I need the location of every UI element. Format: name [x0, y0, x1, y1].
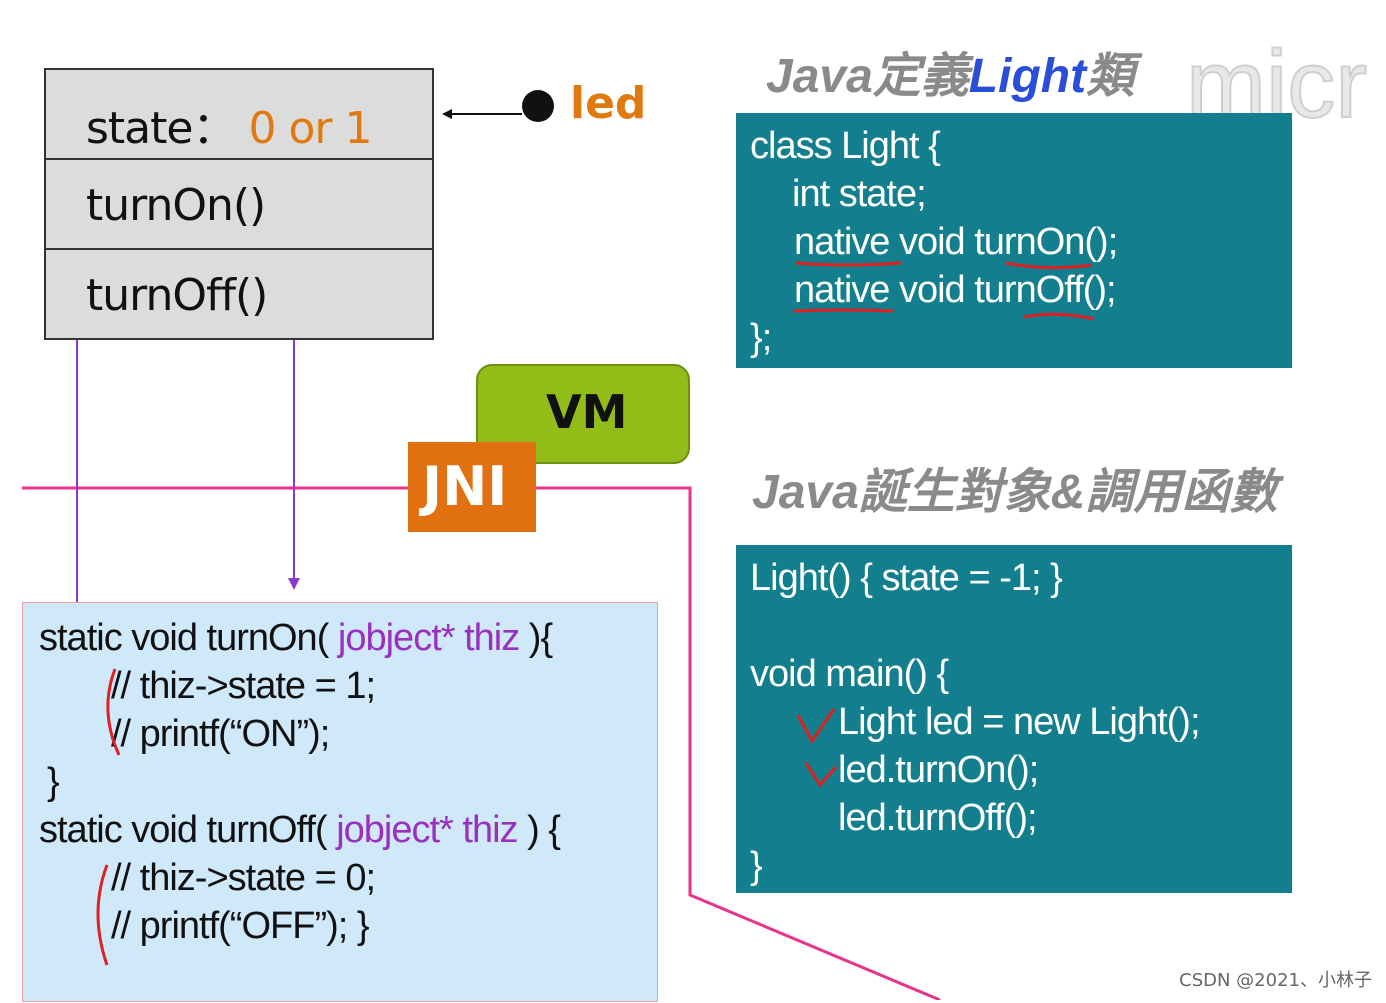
code-line: };	[750, 317, 772, 359]
led-label: led	[570, 78, 647, 129]
red-bracket-marks	[96, 668, 121, 966]
c-code-line: static void turnOn( jobject* thiz ){	[39, 617, 553, 659]
c-code-panel: static void turnOn( jobject* thiz ){ // …	[22, 602, 658, 1002]
code-line: Light() { state = -1; }	[750, 557, 1063, 599]
java-main-title: Java誕生對象&調用函數	[752, 466, 1278, 519]
uml-method-row-turnoff: turnOff()	[46, 250, 432, 338]
main-code-panel: Light() { state = -1; } void main() { Li…	[736, 545, 1292, 893]
c-code-line: }	[47, 761, 60, 803]
c-code-line: // printf(“OFF”); }	[111, 905, 370, 947]
method-turnon: turnOn()	[86, 180, 266, 231]
uml-state-row: state： 0 or 1	[46, 70, 432, 160]
c-code-line: // thiz->state = 1;	[111, 665, 376, 707]
led-pointer-arrowhead	[442, 109, 452, 119]
c-code-line: static void turnOff( jobject* thiz ) {	[39, 809, 561, 851]
code-line: native void turnOn();	[794, 221, 1118, 263]
red-check-marks	[796, 708, 838, 788]
jni-label: JNI	[422, 455, 508, 518]
red-underline-marks	[793, 261, 1095, 321]
footer-credit: CSDN @2021、小林子	[1179, 970, 1372, 991]
code-line: led.turnOff();	[838, 797, 1038, 839]
uml-method-row-turnon: turnOn()	[46, 160, 432, 250]
vm-label: VM	[546, 385, 628, 439]
code-line: int state;	[792, 173, 927, 215]
code-line: Light led = new Light();	[838, 701, 1201, 743]
led-dot	[522, 90, 554, 122]
jni-box	[408, 442, 536, 532]
c-code-line: // thiz->state = 0;	[111, 857, 376, 899]
code-line: native void turnOff();	[794, 269, 1117, 311]
code-line: class Light {	[750, 125, 941, 167]
turnon-arrowhead	[288, 578, 300, 590]
c-code-line: // printf(“ON”);	[111, 713, 330, 755]
code-line: void main() {	[750, 653, 949, 695]
class-code-panel: class Light { int state; native void tur…	[736, 113, 1292, 368]
java-class-title: Java定義Light類	[766, 50, 1135, 103]
boundary-line	[22, 486, 941, 1000]
method-turnoff: turnOff()	[86, 270, 268, 321]
code-line: }	[750, 845, 763, 887]
uml-class-box: state： 0 or 1 turnOn() turnOff()	[44, 68, 434, 340]
state-value: 0 or 1	[248, 103, 372, 154]
state-label: state：	[86, 103, 236, 154]
code-line: led.turnOn();	[838, 749, 1039, 791]
